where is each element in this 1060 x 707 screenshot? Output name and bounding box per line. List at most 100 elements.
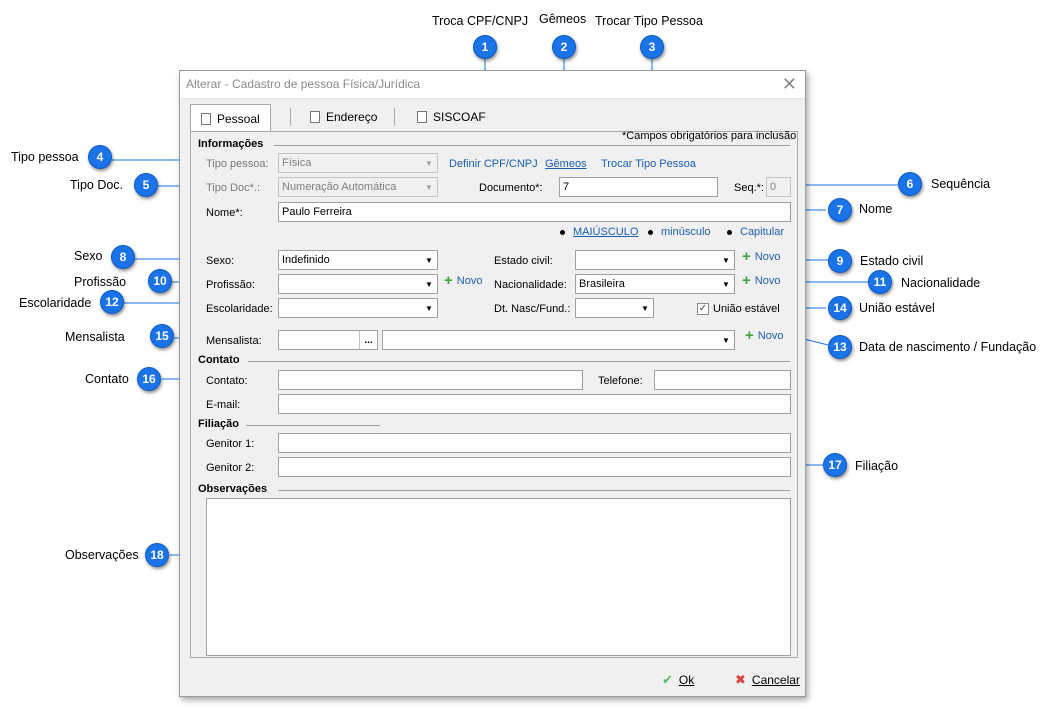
- tipo-doc-select[interactable]: Numeração Automática ▼: [278, 177, 438, 197]
- mensalista-select[interactable]: ▼: [382, 330, 735, 350]
- tab-separator: [394, 108, 395, 126]
- annotation-label-5: Tipo Doc.: [70, 178, 124, 192]
- telefone-input[interactable]: [654, 370, 791, 390]
- trocar-tipo-pessoa-link[interactable]: Trocar Tipo Pessoa: [601, 158, 696, 170]
- annotation-bubble-7: 7: [828, 198, 852, 222]
- section-divider: [246, 425, 380, 426]
- estado-civil-label: Estado civil:: [494, 255, 553, 267]
- uniao-estavel-checkbox[interactable]: ✓ União estável: [697, 303, 780, 315]
- escolaridade-select[interactable]: ▼: [278, 298, 438, 318]
- profissao-select[interactable]: ▼: [278, 274, 438, 294]
- documento-input[interactable]: 7: [559, 177, 718, 197]
- annotation-label-8: Sexo: [74, 249, 103, 263]
- sexo-select[interactable]: Indefinido ▼: [278, 250, 438, 270]
- nome-input[interactable]: Paulo Ferreira: [278, 202, 791, 222]
- ok-label: Ok: [678, 673, 695, 687]
- tab-endereco[interactable]: Endereço: [300, 105, 387, 129]
- gemeos-link[interactable]: Gêmeos: [545, 158, 587, 170]
- seq-input[interactable]: 0: [766, 177, 791, 197]
- case-option-minusculo[interactable]: minúsculo: [648, 226, 711, 238]
- ok-button[interactable]: ✔ Ok: [662, 672, 694, 688]
- annotation-label-15: Mensalista: [65, 330, 125, 344]
- tab-siscoaf-label: SISCOAF: [433, 110, 486, 124]
- tipo-doc-label: Tipo Doc*.:: [206, 182, 261, 194]
- required-note: *Campos obrigatórios para inclusão: [622, 130, 797, 142]
- annotation-bubble-14: 14: [828, 296, 852, 320]
- annotation-bubble-5: 5: [134, 173, 158, 197]
- document-icon: [310, 111, 320, 123]
- documento-label: Documento*:: [479, 182, 543, 194]
- genitor1-label: Genitor 1:: [206, 438, 255, 450]
- novo-label: Novo: [754, 275, 781, 287]
- title-bar: Alterar - Cadastro de pessoa Física/Jurí…: [180, 71, 805, 99]
- document-icon: [417, 111, 427, 123]
- genitor2-label: Genitor 2:: [206, 462, 255, 474]
- annotation-bubble-13: 13: [828, 335, 852, 359]
- annotation-bubble-16: 16: [137, 367, 161, 391]
- contato-input[interactable]: [278, 370, 583, 390]
- chevron-down-icon: ▼: [641, 303, 649, 313]
- escolaridade-label: Escolaridade:: [206, 303, 273, 315]
- tab-siscoaf[interactable]: SISCOAF: [407, 105, 496, 129]
- genitor2-input[interactable]: [278, 457, 791, 477]
- checkmark-icon: ✔: [662, 672, 673, 687]
- section-divider: [274, 145, 790, 146]
- annotation-bubble-9: 9: [828, 249, 852, 273]
- profissao-label: Profissão:: [206, 279, 255, 291]
- email-label: E-mail:: [206, 399, 241, 411]
- nacionalidade-label: Nacionalidade:: [494, 279, 567, 291]
- annotation-label-4: Tipo pessoa: [11, 150, 79, 164]
- annotation-label-7: Nome: [859, 202, 893, 216]
- seq-label: Seq.*:: [734, 182, 764, 194]
- radio-dot-icon: [560, 229, 565, 235]
- annotation-label-1: Troca CPF/CNPJ: [432, 14, 529, 28]
- section-observacoes: Observações: [198, 483, 268, 495]
- plus-icon: +: [745, 327, 754, 344]
- tab-endereco-label: Endereço: [326, 110, 378, 124]
- nacionalidade-select[interactable]: Brasileira ▼: [575, 274, 735, 294]
- annotation-bubble-12: 12: [100, 290, 124, 314]
- annotation-bubble-2: 2: [552, 35, 576, 59]
- window-title: Alterar - Cadastro de pessoa Física/Jurí…: [186, 77, 421, 91]
- case-option-label: minúsculo: [661, 226, 711, 238]
- definir-cpf-cnpj-link[interactable]: Definir CPF/CNPJ: [449, 158, 538, 170]
- nacionalidade-novo-button[interactable]: + Novo: [742, 273, 781, 288]
- case-option-capitular[interactable]: Capitular: [727, 226, 784, 238]
- annotation-bubble-10: 10: [148, 269, 172, 293]
- chevron-down-icon: ▼: [425, 279, 433, 289]
- ellipsis-button[interactable]: ...: [359, 331, 377, 349]
- annotation-label-17: Filiação: [855, 459, 899, 473]
- email-input[interactable]: [278, 394, 791, 414]
- novo-label: Novo: [456, 275, 483, 287]
- nome-label: Nome*:: [206, 207, 243, 219]
- annotation-bubble-17: 17: [823, 453, 847, 477]
- annotation-label-10: Profissão: [74, 275, 127, 289]
- chevron-down-icon: ▼: [425, 255, 433, 265]
- case-option-label: Capitular: [740, 226, 785, 238]
- tipo-pessoa-select[interactable]: Física ▼: [278, 153, 438, 173]
- section-contato: Contato: [198, 354, 240, 366]
- genitor1-input[interactable]: [278, 433, 791, 453]
- profissao-novo-button[interactable]: + Novo: [444, 273, 483, 288]
- chevron-down-icon: ▼: [722, 279, 730, 289]
- close-icon: ✖: [735, 672, 746, 687]
- tipo-doc-value: Numeração Automática: [282, 181, 397, 193]
- mensalista-novo-button[interactable]: + Novo: [745, 327, 784, 344]
- annotation-bubble-8: 8: [111, 245, 135, 269]
- dt-nasc-picker[interactable]: ▼: [575, 298, 654, 318]
- cancel-button[interactable]: ✖ Cancelar: [735, 672, 800, 688]
- estado-civil-novo-button[interactable]: + Novo: [742, 249, 780, 264]
- dt-nasc-label: Dt. Nasc/Fund.:: [494, 303, 571, 315]
- estado-civil-select[interactable]: ▼: [575, 250, 735, 270]
- novo-label: Novo: [757, 330, 784, 342]
- checkmark-icon: ✓: [697, 303, 709, 315]
- tipo-pessoa-value: Física: [282, 157, 312, 169]
- close-icon[interactable]: ✕: [781, 74, 797, 94]
- observacoes-textarea[interactable]: [206, 498, 791, 656]
- case-option-maiusculo[interactable]: MAIÚSCULO: [560, 226, 638, 238]
- annotation-label-9: Estado civil: [860, 254, 924, 268]
- tab-pessoal-label: Pessoal: [217, 111, 260, 126]
- tab-pessoal[interactable]: Pessoal: [190, 104, 271, 132]
- mensalista-code-input[interactable]: ...: [278, 330, 378, 350]
- dialog-window: Alterar - Cadastro de pessoa Física/Jurí…: [179, 70, 806, 697]
